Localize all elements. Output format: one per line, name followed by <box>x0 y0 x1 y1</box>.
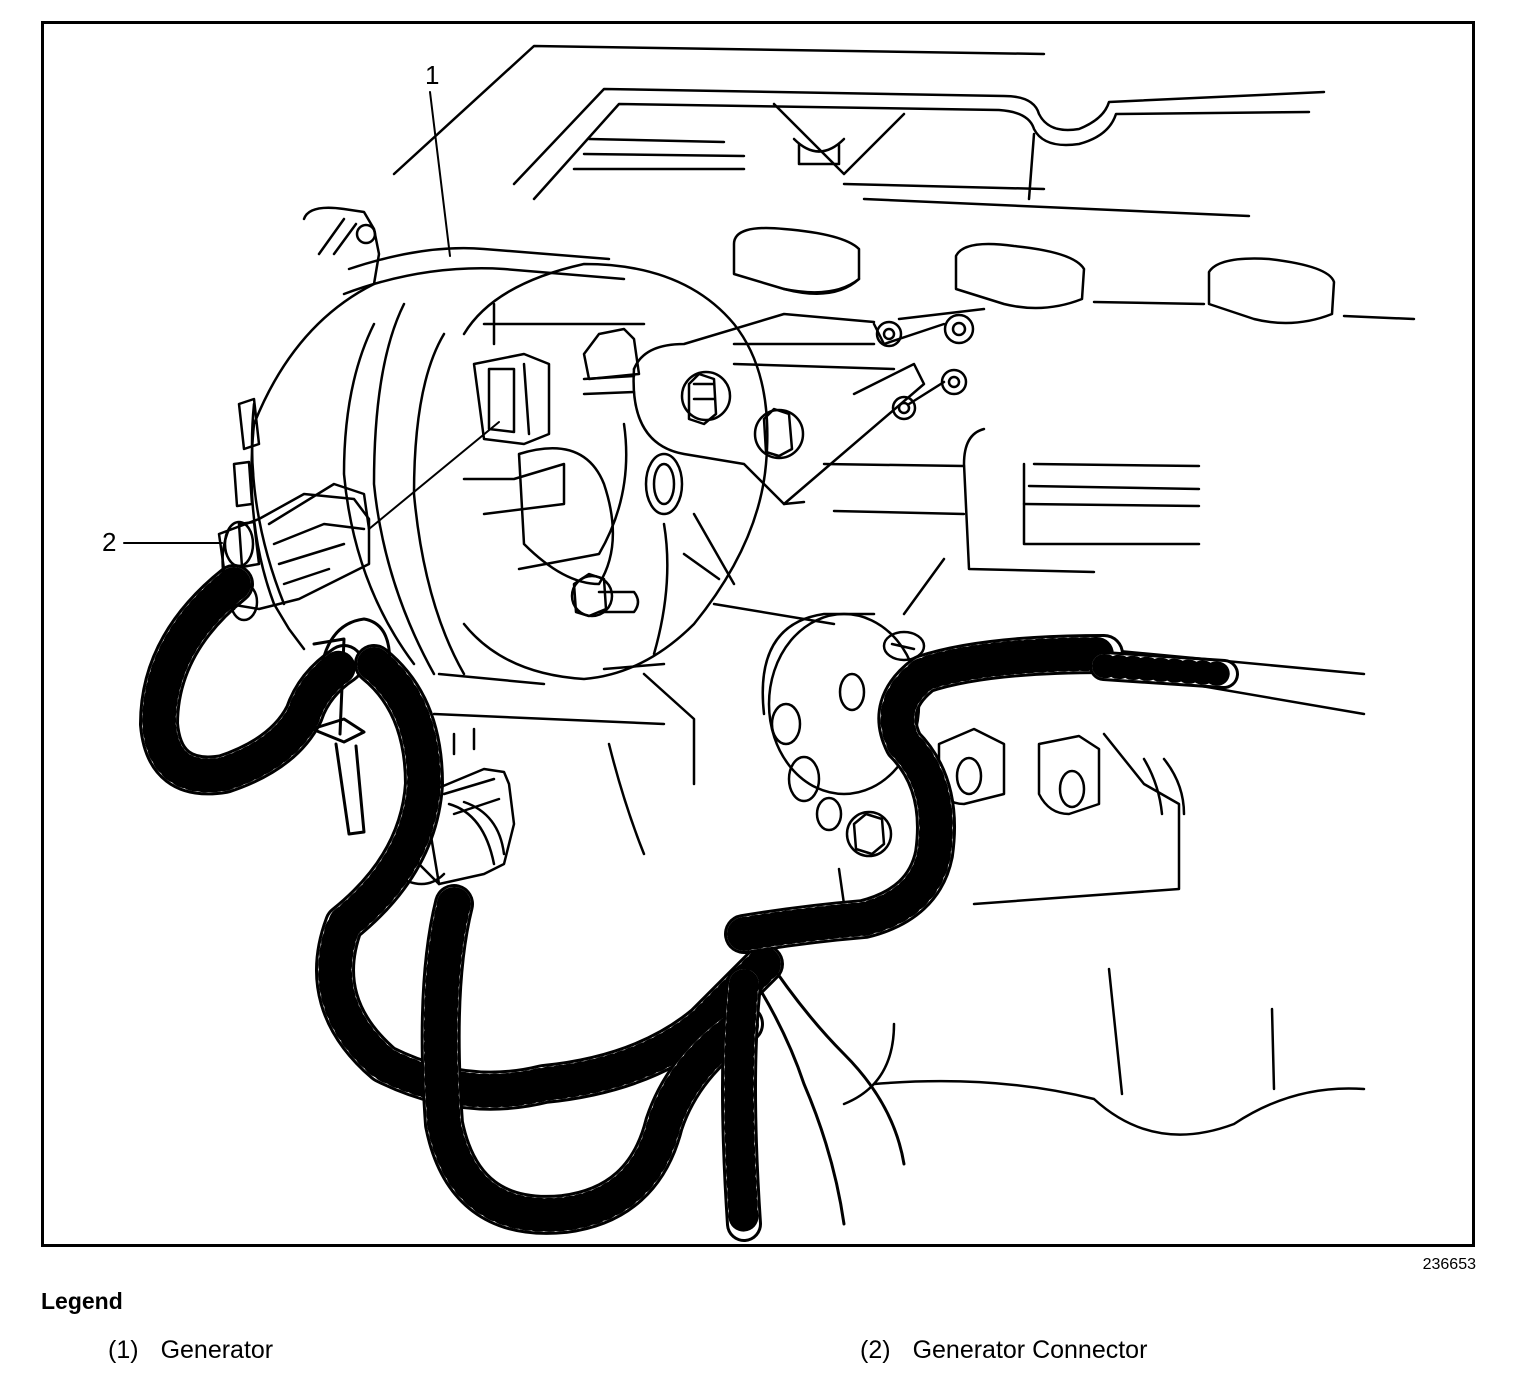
intake-manifold-cover <box>392 44 1326 218</box>
diagram-frame: 1 2 <box>41 21 1475 1247</box>
generator-connector <box>217 482 371 622</box>
generator-rear-housing <box>472 327 684 516</box>
legend-item-generator-connector: (2) Generator Connector <box>860 1336 1147 1365</box>
intake-runners <box>732 226 1416 325</box>
callout-2-label: 2 <box>102 527 117 557</box>
engine-block <box>822 427 1366 1136</box>
legend-item-number: (2) <box>860 1336 891 1364</box>
pulley-housing <box>761 612 926 906</box>
harness-brackets <box>937 727 1101 816</box>
legend-title: Legend <box>41 1288 123 1314</box>
legend-item-generator: (1) Generator <box>108 1336 273 1365</box>
harness-connector <box>391 727 516 886</box>
generator-terminal-bolt <box>570 572 640 618</box>
cable-tie <box>310 617 392 836</box>
generator-illustration <box>123 44 1416 1242</box>
figure-id: 236653 <box>1422 1256 1476 1273</box>
legend-item-text: Generator Connector <box>912 1336 1148 1364</box>
generator-body <box>232 206 836 856</box>
callout-2-extension <box>368 421 500 530</box>
callout-1-leader <box>429 91 451 257</box>
legend-item-number: (1) <box>108 1336 139 1364</box>
wiring-harness-conduit <box>139 564 1239 1242</box>
callout-leaders <box>123 91 500 544</box>
callout-1-label: 1 <box>425 60 440 90</box>
legend-item-text: Generator <box>160 1336 274 1364</box>
mounting-bracket <box>582 307 986 506</box>
